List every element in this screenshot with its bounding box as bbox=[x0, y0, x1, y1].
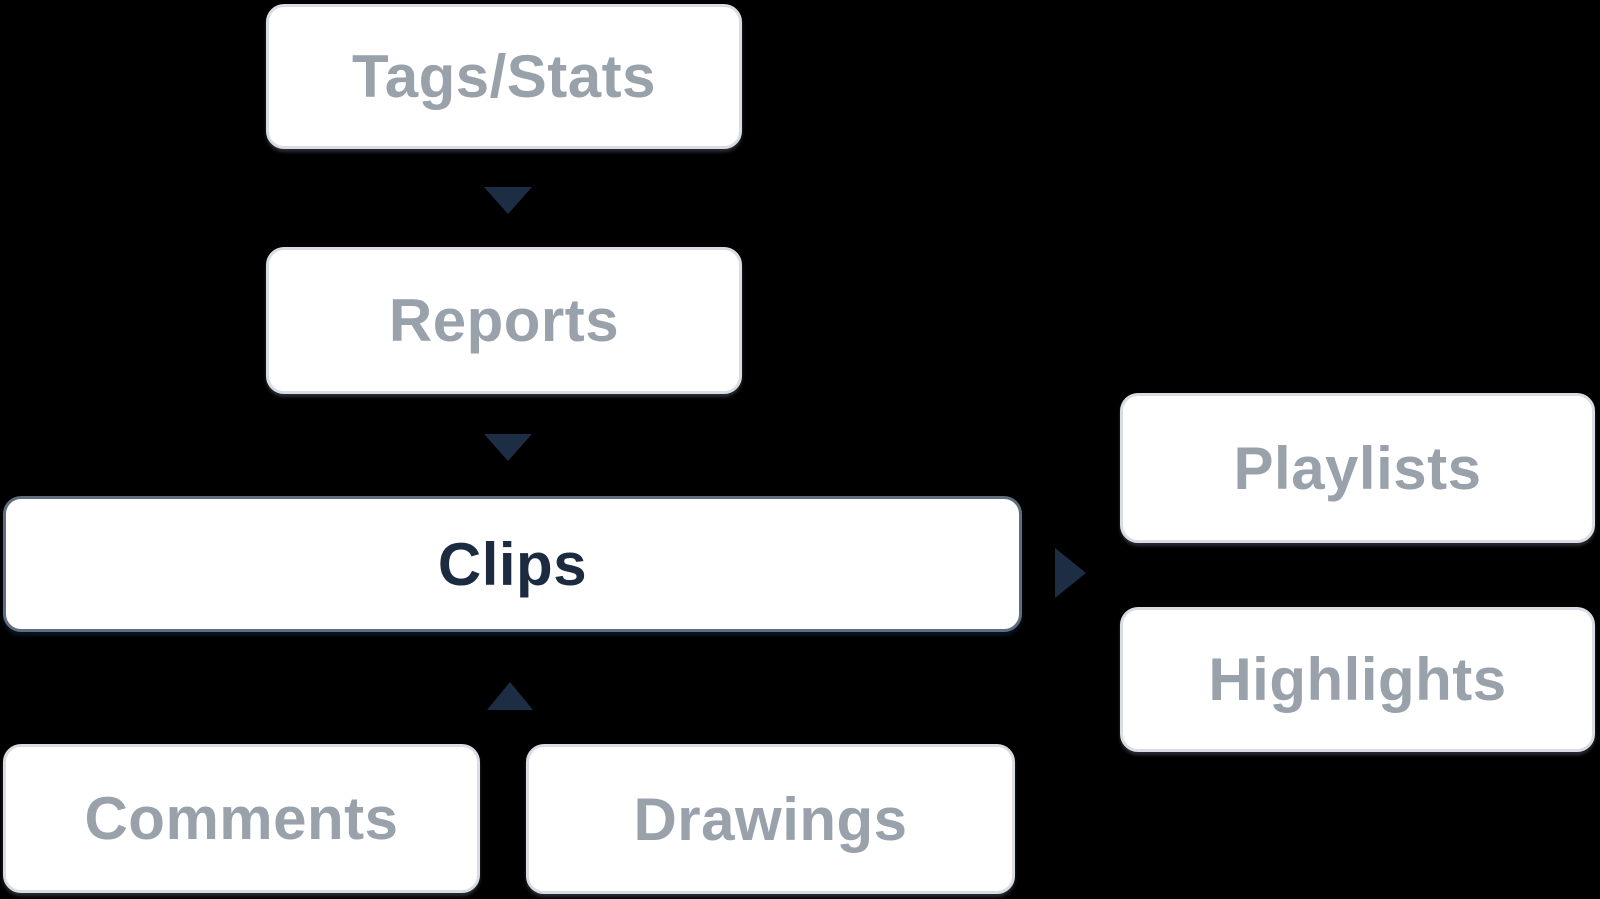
node-reports: Reports bbox=[266, 247, 742, 394]
node-highlights-label: Highlights bbox=[1208, 646, 1507, 713]
node-drawings-label: Drawings bbox=[633, 785, 908, 853]
node-playlists-label: Playlists bbox=[1233, 434, 1482, 502]
node-playlists: Playlists bbox=[1120, 393, 1595, 543]
node-reports-label: Reports bbox=[388, 287, 620, 354]
arrow-down-icon bbox=[484, 434, 532, 461]
node-tags-stats: Tags/Stats bbox=[266, 4, 742, 149]
arrow-right-icon bbox=[1055, 548, 1086, 598]
node-comments-label: Comments bbox=[84, 785, 399, 852]
node-clips-label: Clips bbox=[437, 530, 588, 598]
node-tags-stats-label: Tags/Stats bbox=[352, 43, 656, 110]
node-clips: Clips bbox=[3, 496, 1022, 632]
arrow-down-icon bbox=[484, 187, 532, 214]
node-drawings: Drawings bbox=[526, 744, 1015, 894]
node-comments: Comments bbox=[3, 744, 480, 893]
node-highlights: Highlights bbox=[1120, 607, 1595, 752]
arrow-up-icon bbox=[487, 682, 533, 710]
